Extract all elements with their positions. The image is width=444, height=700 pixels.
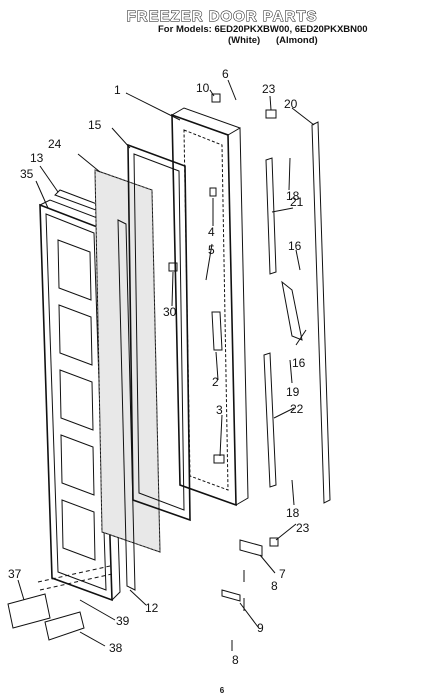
callout-13: 13 xyxy=(30,151,44,165)
callout-38: 38 xyxy=(109,641,123,655)
callout-21: 21 xyxy=(290,195,304,209)
callout-23-upper: 23 xyxy=(262,82,276,96)
callout-15: 15 xyxy=(88,118,102,132)
callout-6: 6 xyxy=(222,67,229,81)
callout-22: 22 xyxy=(290,402,304,416)
callout-39: 39 xyxy=(116,614,130,628)
callout-20: 20 xyxy=(284,97,298,111)
callout-1: 1 xyxy=(114,83,121,97)
bottom-trim-parts xyxy=(7,565,113,641)
callout-8-lower: 8 xyxy=(232,653,239,667)
callout-18-upper: 18 xyxy=(286,189,300,203)
callout-18-lower: 18 xyxy=(286,506,300,520)
callout-24: 24 xyxy=(48,137,62,151)
door-handle xyxy=(263,121,331,504)
model-numbers: For Models: 6ED20PKXBW00, 6ED20PKXBN00 xyxy=(158,24,368,35)
color-almond-label: (Almond) xyxy=(276,35,318,46)
callout-37: 37 xyxy=(8,567,22,581)
outer-door-panel xyxy=(171,107,249,507)
page-title: FREEZER DOOR PARTS xyxy=(126,8,318,26)
callout-2: 2 xyxy=(212,375,219,389)
callout-35: 35 xyxy=(20,167,34,181)
callout-23-lower: 23 xyxy=(296,521,310,535)
callout-7: 7 xyxy=(279,567,286,581)
callout-5: 5 xyxy=(208,243,215,257)
callout-4: 4 xyxy=(208,225,215,239)
callout-19: 19 xyxy=(286,385,300,399)
callout-8-upper: 8 xyxy=(271,579,278,593)
callout-12: 12 xyxy=(145,601,159,615)
page-number: 6 xyxy=(219,686,225,695)
callout-30: 30 xyxy=(163,305,177,319)
callout-16-lower: 16 xyxy=(292,356,306,370)
trim-strip xyxy=(117,219,136,591)
door-gasket xyxy=(127,143,191,522)
callout-10: 10 xyxy=(196,81,210,95)
callout-9: 9 xyxy=(257,621,264,635)
callout-16-upper: 16 xyxy=(288,239,302,253)
leader-lines xyxy=(17,79,315,651)
color-white-label: (White) xyxy=(228,35,261,46)
hinge-assembly xyxy=(168,93,279,602)
door-insulation xyxy=(94,169,161,553)
callout-3: 3 xyxy=(216,403,223,417)
